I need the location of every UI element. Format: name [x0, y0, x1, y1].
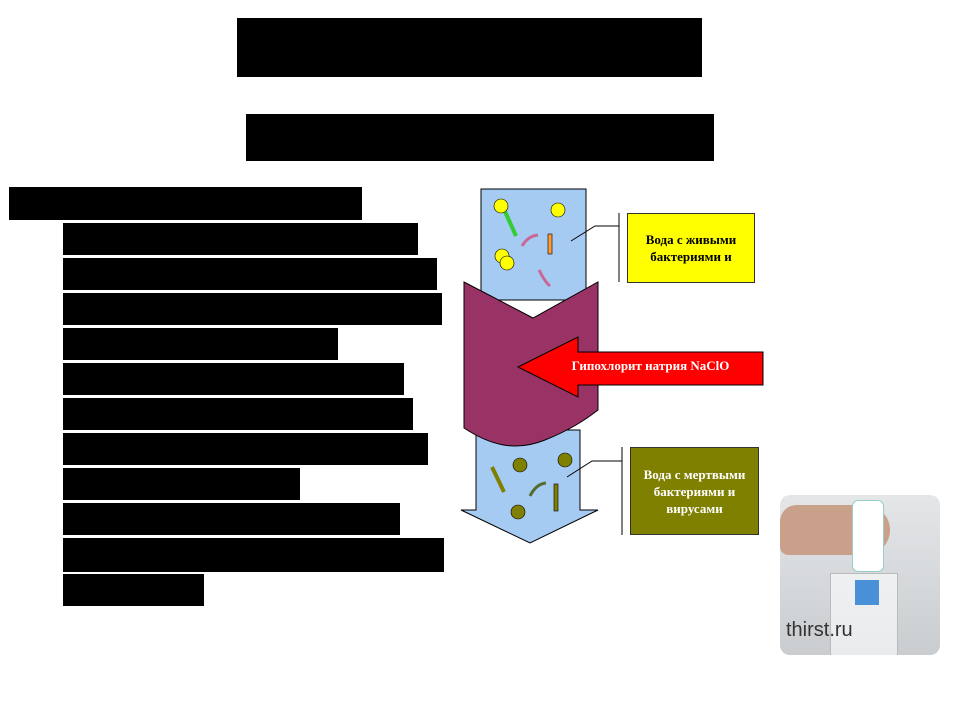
- redacted-line: [63, 433, 428, 465]
- water-outlet-arrow: [460, 429, 599, 544]
- redacted-line: [63, 503, 400, 535]
- redacted-title: [237, 18, 702, 77]
- water-purifier-photo: thirst.ru: [780, 495, 940, 655]
- redacted-line: [63, 468, 300, 500]
- reagent-arrow: [516, 336, 764, 398]
- purifier-device: [852, 500, 884, 572]
- redacted-line: [63, 538, 444, 572]
- reagent-label: Гипохлорит натрия NaClO: [571, 358, 730, 373]
- redacted-line: [63, 258, 437, 290]
- redacted-line: [63, 574, 204, 606]
- redacted-line: [63, 363, 404, 395]
- redacted-line: [63, 293, 442, 325]
- redacted-heading: [9, 187, 362, 220]
- redacted-line: [63, 398, 413, 430]
- redacted-line: [63, 223, 418, 255]
- redacted-line: [63, 328, 338, 360]
- dead-water-label: Вода с мертвыми бактериями и вирусами: [630, 447, 759, 535]
- purifier-cap: [855, 580, 879, 605]
- redacted-subtitle: [246, 114, 714, 161]
- live-water-label: Вода с живыми бактериями и: [627, 213, 755, 283]
- watermark: thirst.ru: [786, 619, 853, 641]
- callout-lines: [566, 213, 623, 535]
- dead-bacteria: [490, 452, 573, 520]
- live-bacteria: [493, 198, 566, 288]
